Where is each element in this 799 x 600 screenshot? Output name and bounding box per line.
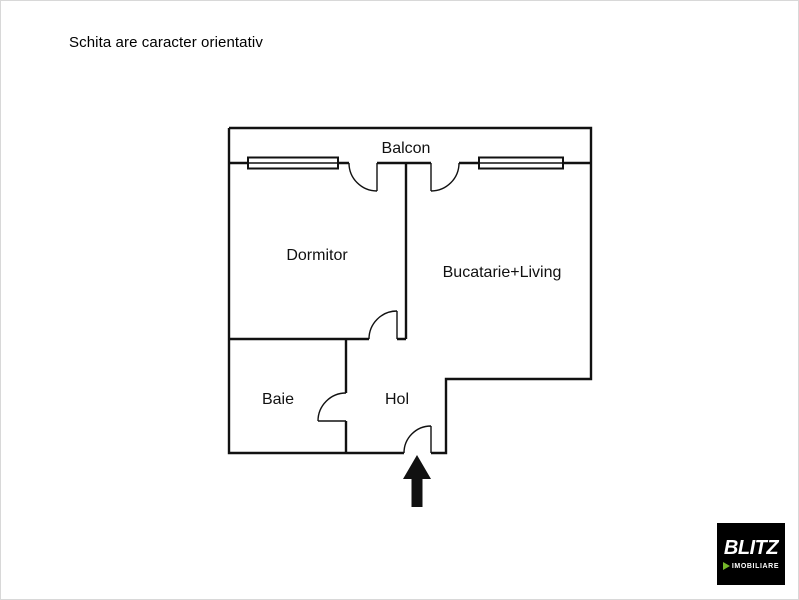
room-label-bucatarie-living: Bucatarie+Living [443, 264, 562, 281]
door-arc-balcony-left [348, 162, 378, 192]
door-swings [317, 162, 460, 454]
entrance-arrow-icon [403, 455, 431, 507]
room-labels: Balcon Dormitor Bucatarie+Living Baie Ho… [262, 140, 561, 408]
interior-walls [229, 163, 408, 453]
room-label-dormitor: Dormitor [286, 247, 348, 264]
room-label-baie: Baie [262, 391, 294, 408]
door-arc-baie [317, 392, 347, 422]
door-arc-entrance [403, 425, 432, 454]
logo-accent-triangle-icon [722, 562, 730, 570]
door-arc-dormitor [368, 310, 398, 340]
room-label-hol: Hol [385, 391, 409, 408]
door-arc-balcony-right [430, 162, 460, 192]
logo-brand-text: BLITZ [723, 537, 779, 559]
logo-sub-text: IMOBILIARE [731, 562, 780, 570]
windows [247, 156, 564, 170]
logo-sub-row: IMOBILIARE [722, 562, 780, 570]
disclaimer-text: Schita are caracter orientativ [69, 34, 263, 51]
room-label-balcon: Balcon [382, 140, 431, 157]
blitz-logo: BLITZ IMOBILIARE [717, 523, 785, 585]
